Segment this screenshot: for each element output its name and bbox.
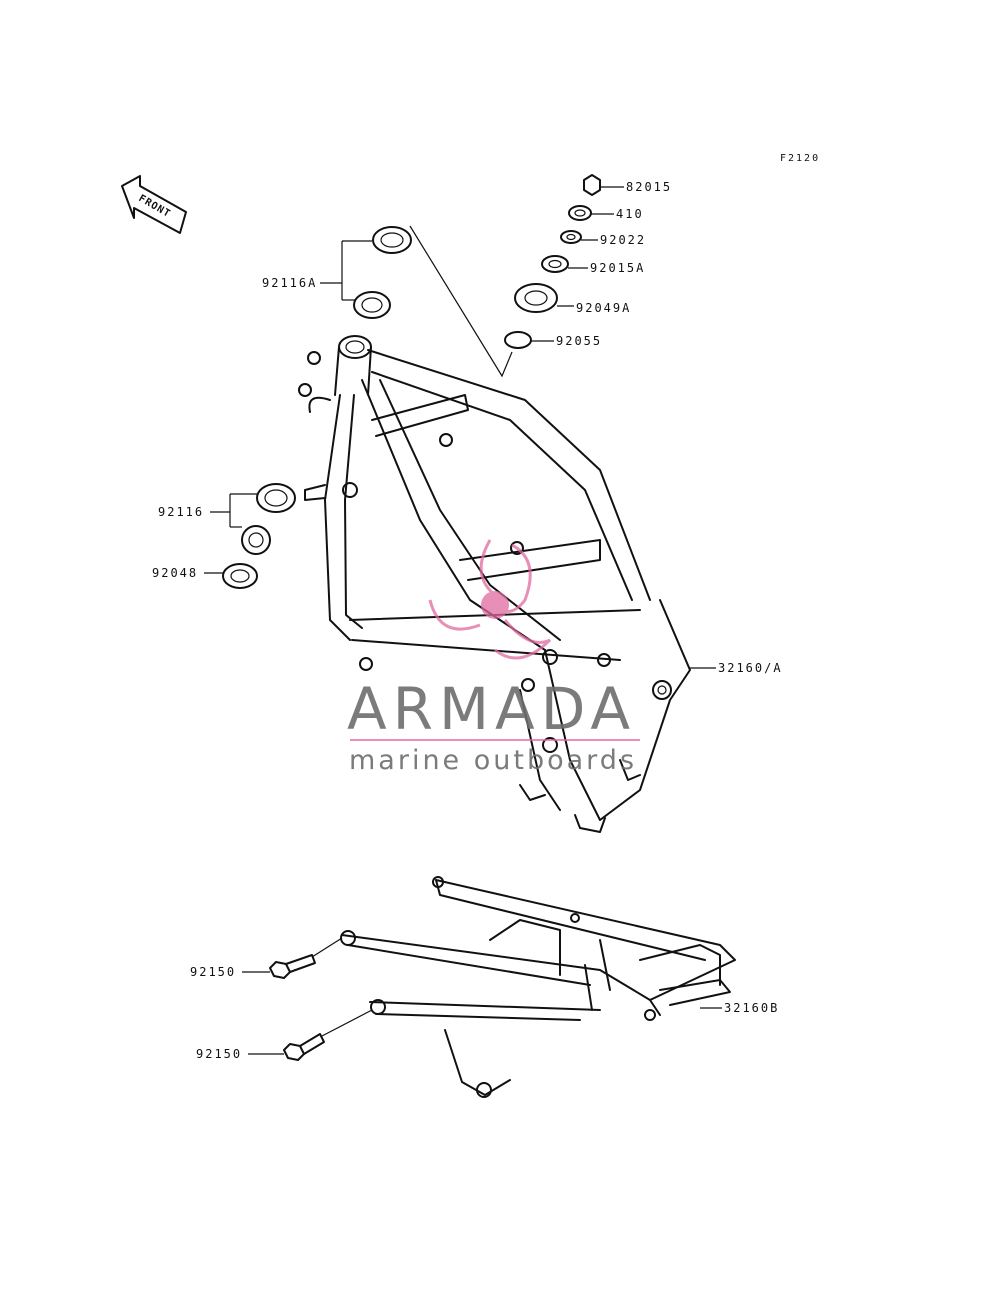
label-92015A: 92015A xyxy=(590,261,645,275)
front-arrow-icon: FRONT xyxy=(121,175,187,234)
label-92055: 92055 xyxy=(556,334,602,348)
bolt-92150-upper xyxy=(242,937,343,979)
seal-92049A xyxy=(514,283,574,313)
label-410: 410 xyxy=(616,207,644,221)
main-frame-32160A xyxy=(298,335,716,833)
label-92049A: 92049A xyxy=(576,301,631,315)
seal-92048 xyxy=(204,563,258,589)
watermark-brand: ARMADA xyxy=(347,675,636,743)
label-92150-lower: 92150 xyxy=(196,1047,242,1061)
stem-nut-82015 xyxy=(583,174,624,196)
washer-410 xyxy=(568,205,614,221)
oring-92055 xyxy=(504,331,554,349)
label-32160B: 32160B xyxy=(724,1001,779,1015)
front-marker-label: FRONT xyxy=(137,193,173,220)
label-92048: 92048 xyxy=(152,566,198,580)
watermark-logo-icon xyxy=(428,539,552,660)
label-92116A: 92116A xyxy=(262,276,317,290)
nut-92022 xyxy=(560,230,598,244)
bearing-races-92116 xyxy=(210,483,296,555)
bearing-races-92116A xyxy=(320,225,513,378)
bolt-92150-lower xyxy=(248,1009,373,1061)
watermark-tagline: marine outboards xyxy=(349,745,637,776)
watermark: ARMADA marine outboards xyxy=(347,539,640,776)
label-92150-upper: 92150 xyxy=(190,965,236,979)
label-82015: 82015 xyxy=(626,180,672,194)
label-32160A: 32160/A xyxy=(718,661,783,675)
label-92116: 92116 xyxy=(158,505,204,519)
nut-92015A xyxy=(541,255,588,273)
figure-code: F2120 xyxy=(780,153,820,164)
subframe-32160B xyxy=(340,876,736,1098)
label-92022: 92022 xyxy=(600,233,646,247)
